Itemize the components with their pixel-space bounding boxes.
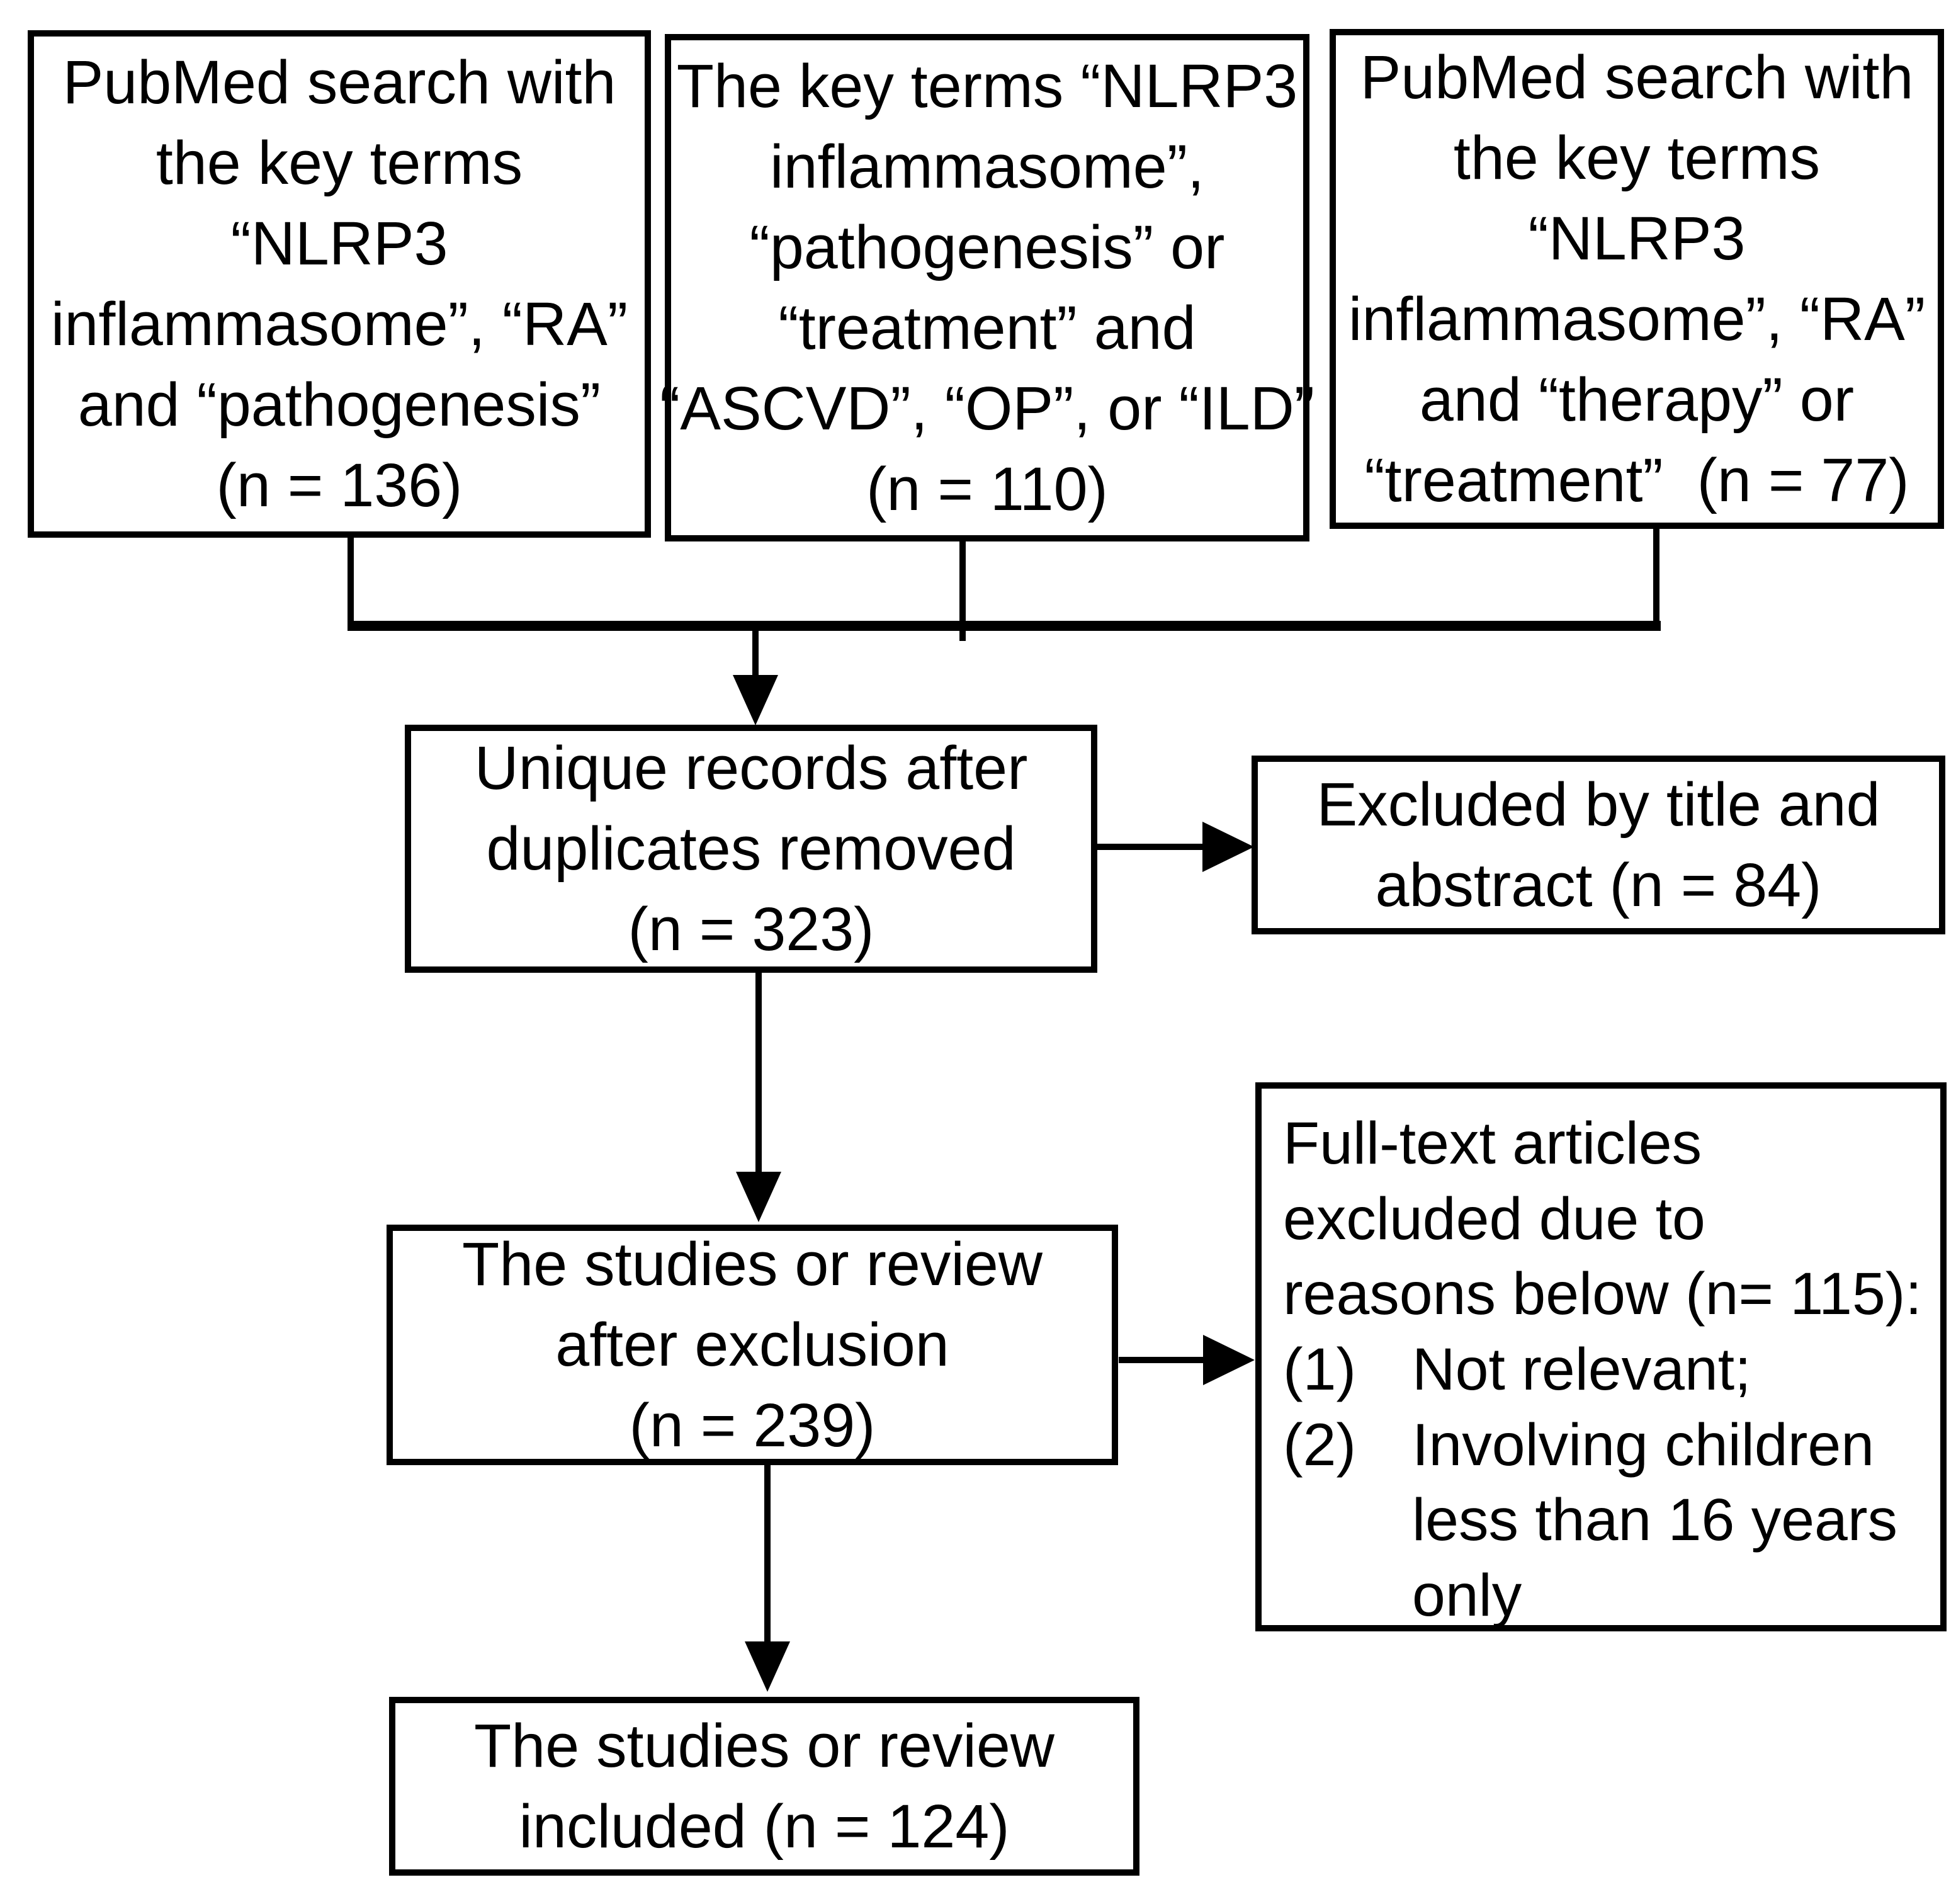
text-line: “treatment” (n = 77): [1364, 446, 1909, 515]
fulltext-excluded-reasons-list: (1) Not relevant; (2) Involving children les…: [1283, 1332, 1897, 1634]
connector-stub-middle: [959, 539, 966, 641]
text-line: PubMed search with: [62, 47, 616, 116]
text-line: duplicates removed: [486, 813, 1016, 883]
text-line: (n = 110): [866, 455, 1108, 524]
box-excluded-title-abstract: Excluded by title and abstract (n = 84): [1252, 756, 1945, 934]
text-line: inflammasome”,: [770, 132, 1204, 201]
box-pubmed-search-therapy: PubMed search with the key terms “NLRP3 inf…: [1330, 29, 1944, 529]
arrow-right-to-fulltext-head: [1203, 1335, 1255, 1385]
arrow-down-to-after-exclusion-head: [736, 1172, 781, 1222]
text-line: the key terms: [155, 128, 523, 197]
text-line: The key terms “NLRP3: [676, 51, 1298, 120]
fulltext-excluded-intro: Full-text articles excluded due to reasons…: [1283, 1106, 1922, 1332]
list-item-number: (1): [1283, 1336, 1357, 1403]
text-line: reasons below (n= 115):: [1283, 1261, 1922, 1328]
list-item-text: Not relevant;: [1412, 1332, 1751, 1408]
text-line: “pathogenesis” or: [749, 212, 1225, 281]
box-key-terms-comorbidity: The key terms “NLRP3 inflammasome”, “patho…: [660, 34, 1314, 541]
arrow-down-to-included-shaft: [764, 1465, 771, 1644]
box-after-exclusion: The studies or review after exclusion (n =…: [387, 1225, 1118, 1465]
box-included: The studies or review included (n = 124): [389, 1697, 1139, 1876]
arrow-down-to-unique-shaft: [752, 630, 759, 679]
text-line: “NLRP3: [230, 208, 448, 278]
text-line: The studies or review: [474, 1711, 1054, 1780]
box-unique-records: Unique records after duplicates removed (n…: [405, 725, 1097, 973]
arrow-down-to-after-exclusion-shaft: [755, 973, 762, 1174]
connector-collector-line: [348, 621, 1661, 631]
text-line: Involving children: [1412, 1411, 1875, 1478]
text-line: “NLRP3: [1528, 203, 1746, 273]
text-line: after exclusion: [555, 1310, 949, 1379]
text-line: and “pathogenesis”: [77, 370, 601, 439]
list-item-text: Involving children less than 16 years only: [1412, 1408, 1897, 1634]
box-fulltext-excluded: Full-text articles excluded due to reasons…: [1255, 1082, 1947, 1631]
text-line: “ASCVD”, “OP”, or “ILD”: [659, 374, 1315, 443]
text-line: the key terms: [1453, 123, 1821, 192]
text-line: Not relevant;: [1412, 1336, 1751, 1403]
text-line: only: [1412, 1562, 1522, 1629]
arrow-right-to-fulltext-shaft: [1119, 1357, 1206, 1363]
arrow-down-to-unique-head: [733, 675, 778, 725]
text-line: Unique records after: [474, 733, 1028, 802]
text-line: inflammasome”, “RA”: [1348, 285, 1926, 353]
text-line: (n = 323): [628, 895, 874, 964]
text-line: abstract (n = 84): [1375, 851, 1822, 919]
text-line: PubMed search with: [1360, 42, 1914, 111]
list-item: (2) Involving children less than 16 years o…: [1283, 1408, 1897, 1634]
box-pubmed-search-pathogenesis: PubMed search with the key terms “NLRP3 inf…: [28, 30, 651, 538]
text-line: excluded due to: [1283, 1185, 1705, 1252]
text-line: Full-text articles: [1283, 1110, 1702, 1177]
text-line: included (n = 124): [519, 1792, 1010, 1861]
text-line: and “therapy” or: [1419, 365, 1855, 434]
arrow-right-to-excluded-shaft: [1097, 844, 1206, 850]
connector-stub-left: [348, 535, 354, 628]
connector-stub-right: [1653, 526, 1659, 628]
text-line: Excluded by title and: [1316, 769, 1880, 839]
text-line: less than 16 years: [1412, 1487, 1897, 1554]
text-line: inflammasome”, “RA”: [50, 290, 628, 358]
text-line: (n = 239): [629, 1391, 876, 1460]
text-line: (n = 136): [216, 451, 463, 520]
list-item: (1) Not relevant;: [1283, 1332, 1897, 1408]
arrow-right-to-excluded-head: [1202, 822, 1254, 872]
text-line: The studies or review: [462, 1229, 1043, 1298]
list-item-number: (2): [1283, 1411, 1357, 1478]
text-line: “treatment” and: [778, 293, 1196, 362]
arrow-down-to-included-head: [745, 1641, 790, 1692]
